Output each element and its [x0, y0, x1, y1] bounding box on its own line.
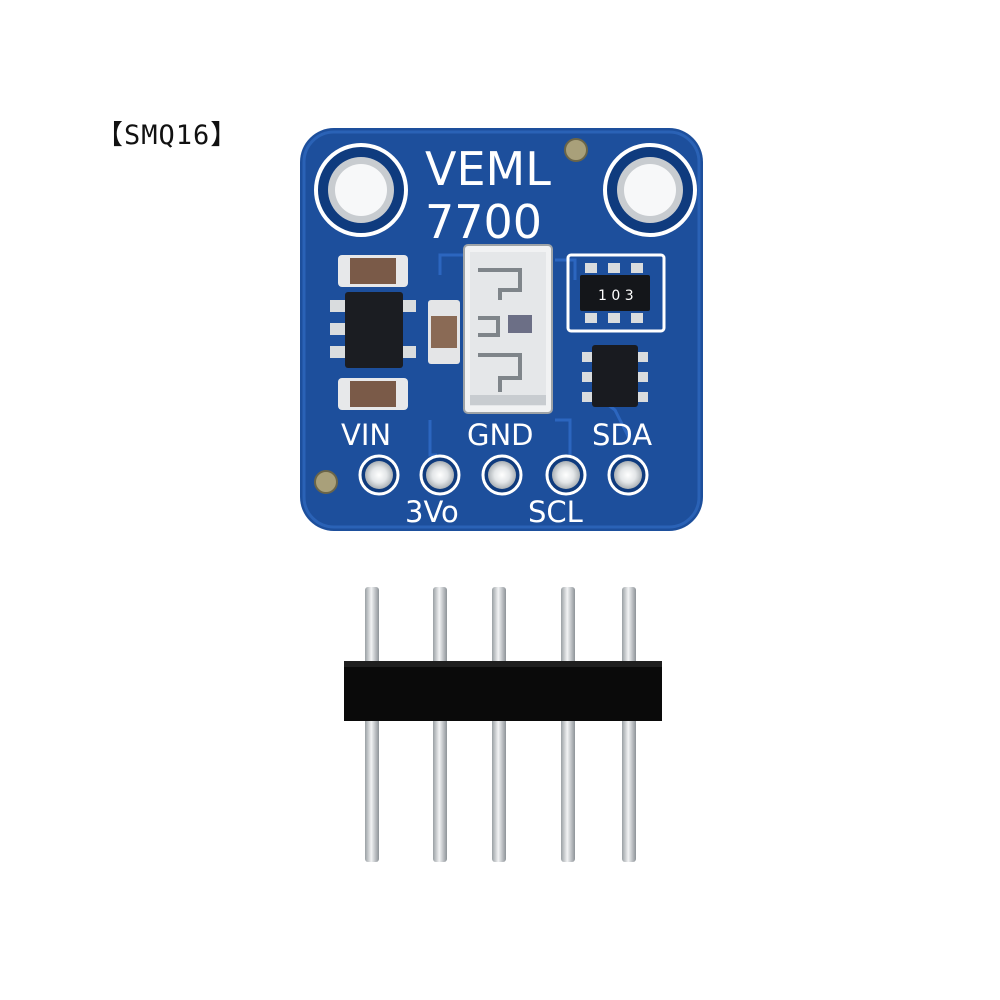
header-pin — [433, 587, 447, 862]
header-pin — [561, 587, 575, 862]
capacitor-bottom — [338, 378, 408, 410]
solder-pad — [545, 454, 587, 496]
solder-pads — [358, 454, 649, 496]
header-plastic-body — [344, 661, 662, 721]
board-title-line2: 7700 — [425, 195, 542, 249]
pin-label-gnd: GND — [467, 418, 534, 452]
header-pin — [622, 587, 636, 862]
pin-label-sda: SDA — [592, 418, 652, 452]
chip-marking-text: 1 0 3 — [598, 288, 634, 304]
logic-chip: 1 0 3 — [566, 253, 666, 333]
pin-label-scl: SCL — [528, 495, 583, 529]
fiducial-top — [564, 138, 588, 162]
mounting-hole-right — [603, 143, 697, 237]
header-pin — [492, 587, 506, 862]
header-pin — [365, 587, 379, 862]
level-shifter-chip — [582, 345, 648, 407]
fiducial-bottom — [314, 470, 338, 494]
capacitor-top — [338, 255, 408, 287]
resistor — [428, 300, 460, 364]
solder-pad — [358, 454, 400, 496]
pin-label-vin: VIN — [341, 418, 391, 452]
light-sensor-chip — [463, 244, 553, 414]
board-title-line1: VEML — [425, 142, 551, 196]
solder-pad — [481, 454, 523, 496]
pin-header — [344, 587, 662, 862]
mounting-hole-left — [314, 143, 408, 237]
product-code-label: 【SMQ16】 — [96, 120, 239, 151]
pin-label-3vo: 3Vo — [405, 495, 459, 529]
voltage-regulator-chip — [330, 292, 416, 368]
solder-pad — [607, 454, 649, 496]
sensor-board: VEML 7700 — [300, 128, 703, 531]
solder-pad — [419, 454, 461, 496]
